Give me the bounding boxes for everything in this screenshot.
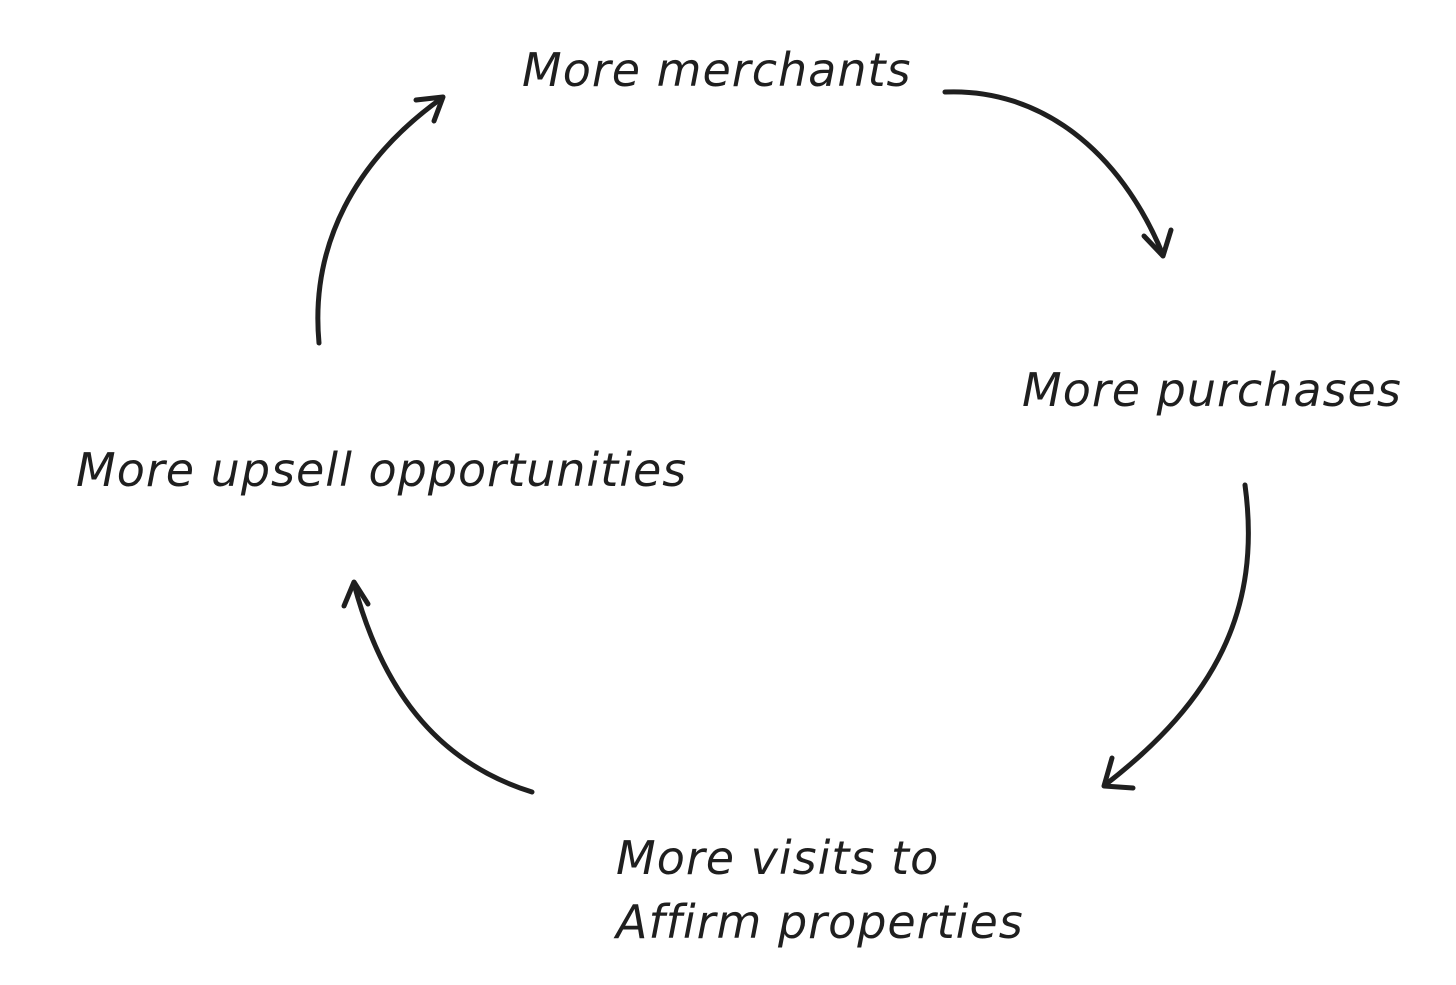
node-more-purchases: More purchases xyxy=(1022,358,1402,422)
node-label: More purchases xyxy=(1022,363,1402,417)
node-more-upsell-opportunities: More upsell opportunities xyxy=(76,438,687,502)
node-label: More merchants xyxy=(522,43,912,97)
arrow-merchants-to-purchases xyxy=(942,89,1174,259)
node-label: More upsell opportunities xyxy=(76,443,688,497)
arrow-visits-to-upsell xyxy=(341,579,535,795)
arrow-purchases-to-visits xyxy=(1101,482,1251,791)
arrow-upsell-to-merchants xyxy=(315,94,446,346)
node-more-visits: More visits to Affirm properties xyxy=(616,826,1024,954)
node-label-line-2: Affirm properties xyxy=(616,895,1024,949)
node-label-line-1: More visits to xyxy=(616,831,940,885)
node-more-merchants: More merchants xyxy=(522,38,911,102)
